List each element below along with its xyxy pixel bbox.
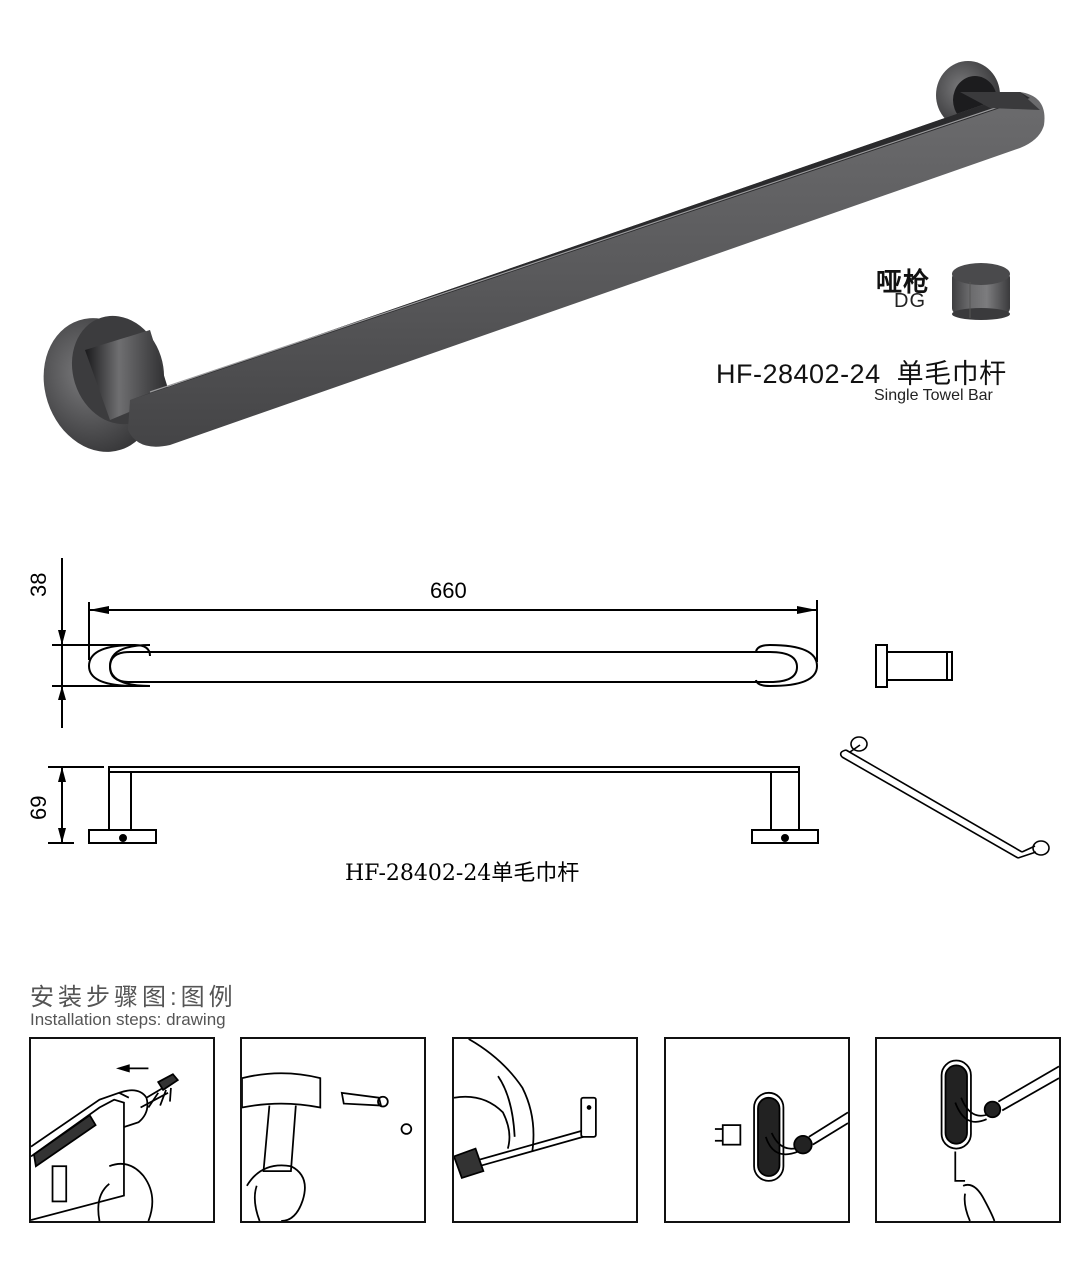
step-2-hammer-anchor: [240, 1037, 426, 1223]
step-3-screw-bracket: [452, 1037, 638, 1223]
installation-title-en: Installation steps: drawing: [30, 1010, 226, 1029]
hex-key-tighten-icon: [940, 1059, 1059, 1221]
step-5-tighten-hex-key: [875, 1037, 1061, 1223]
finish-name: 哑枪: [876, 267, 931, 297]
dimension-depth: 38: [26, 572, 51, 597]
product-name-en: Single Towel Bar: [874, 387, 993, 404]
dimension-length: 660: [430, 578, 467, 603]
hammer-anchor-icon: [242, 1072, 413, 1221]
dimension-height: 69: [26, 795, 51, 820]
finish-code: DG: [894, 290, 926, 312]
installation-title-cn: 安装步骤图:图例: [30, 984, 237, 1011]
drawing-caption: HF-28402-24单毛巾杆: [345, 861, 580, 886]
screwdriver-bracket-icon: [454, 1039, 597, 1180]
product-render: [0, 0, 1080, 470]
mount-bar-icon: [714, 1091, 848, 1182]
technical-drawing: [0, 540, 1080, 860]
drill-icon: [31, 1064, 180, 1221]
model-title: HF-28402-24 单毛巾杆: [716, 359, 1007, 389]
step-4-mount-bar: [664, 1037, 850, 1223]
step-1-drill: [29, 1037, 215, 1223]
finish-swatch: [950, 260, 1012, 322]
